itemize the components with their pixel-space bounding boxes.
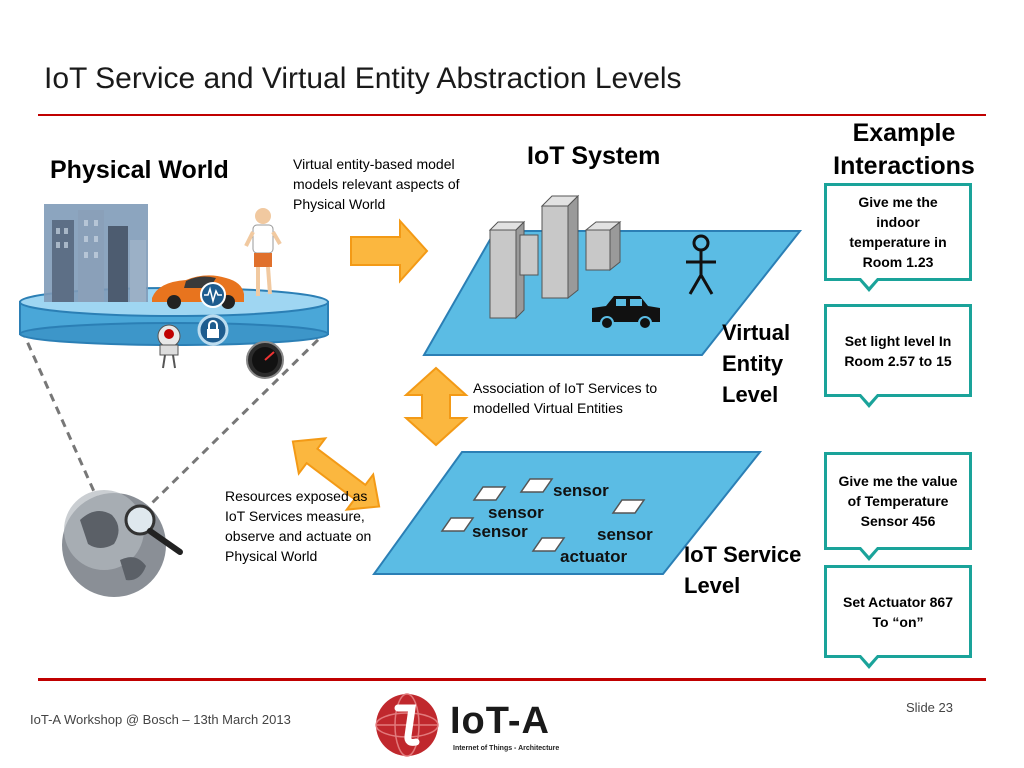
service-label-sensor-2: sensor [488, 503, 544, 522]
interaction-text: Set light level In Room 2.57 to 15 [844, 332, 952, 369]
service-label-sensor-4: sensor [597, 525, 653, 544]
vertical-double-arrow-icon [403, 366, 469, 447]
interaction-callout-1: Give me the indoor temperature in Room 1… [824, 183, 972, 292]
virtual-entity-level-label: Virtual Entity Level [722, 320, 791, 407]
sensor-tile [611, 499, 646, 514]
waveform-sensor-icon [200, 282, 226, 308]
globe-icon [62, 490, 183, 597]
diagonal-double-arrow-icon [291, 437, 381, 511]
service-label-actuator: actuator [560, 547, 628, 566]
interaction-text: Set Actuator 867 To “on” [843, 593, 953, 630]
city-icon [44, 204, 148, 302]
funnel-line-left [20, 329, 102, 506]
camera-sensor-icon [157, 324, 181, 369]
funnel-line-right [148, 328, 330, 507]
interaction-callout-4: Set Actuator 867 To “on” [824, 565, 972, 669]
page-title: IoT Service and Virtual Entity Abstracti… [44, 62, 682, 95]
sensor-tile [440, 517, 475, 532]
interaction-text: Give me the value of Temperature Sensor … [838, 473, 958, 529]
title-divider [38, 114, 986, 116]
physical-world-description: Virtual entity-based model models releva… [293, 156, 460, 212]
logo-subtitle: Internet of Things - Architecture [453, 745, 560, 752]
slide-number: Slide 23 [906, 700, 953, 715]
lock-icon [197, 314, 229, 346]
footer-divider [38, 678, 986, 681]
car-icon [592, 296, 660, 330]
iot-service-plane [372, 451, 763, 575]
actuator-tile [531, 537, 566, 552]
person-icon [686, 234, 716, 295]
runner-icon [244, 208, 282, 296]
example-interactions-heading: Example Interactions [833, 119, 975, 180]
service-label-sensor-1: sensor [553, 481, 609, 500]
right-arrow-icon [350, 218, 429, 284]
service-label-sensor-3: sensor [472, 522, 528, 541]
logo-wordmark: IoT-A [450, 700, 550, 742]
building-icons [488, 194, 622, 320]
iot-a-logo-icon [375, 693, 439, 757]
resources-description: Resources exposed as IoT Services measur… [225, 488, 372, 564]
sensor-tiles [440, 478, 646, 552]
iot-system-label: IoT System [527, 142, 661, 170]
interaction-callout-2: Set light level In Room 2.57 to 15 [824, 304, 972, 408]
physical-world-label: Physical World [50, 156, 229, 184]
interaction-callout-3: Give me the value of Temperature Sensor … [824, 452, 972, 561]
sensor-tile [472, 486, 507, 501]
interaction-text: Give me the indoor temperature in Room 1… [849, 194, 947, 270]
association-description: Association of IoT Services to modelled … [473, 380, 658, 416]
virtual-entity-plane [422, 194, 803, 356]
gauge-icon [246, 341, 284, 379]
footer-text: IoT-A Workshop @ Bosch – 13th March 2013 [30, 712, 291, 727]
sensor-tile [519, 478, 554, 493]
iot-service-level-label: IoT Service Level [684, 542, 802, 598]
